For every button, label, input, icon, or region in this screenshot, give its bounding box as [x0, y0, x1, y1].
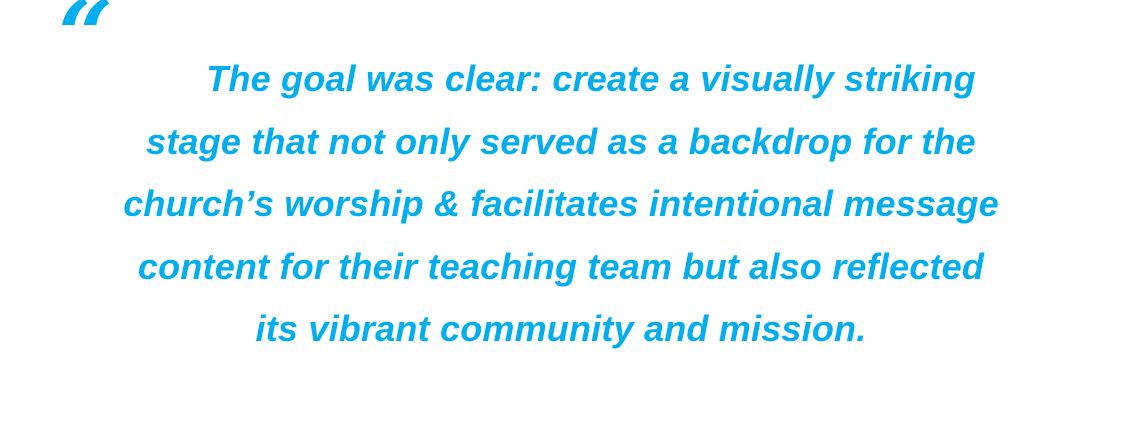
quote-line: The goal was clear: create a visually st… — [206, 58, 976, 99]
quote-line: content for their teaching team but also… — [137, 245, 985, 287]
open-quote-icon: “ — [58, 0, 114, 92]
quote-line: stage that not only served as a backdrop… — [146, 120, 976, 162]
quote-line: its vibrant community and mission. — [255, 308, 867, 349]
pull-quote: The goal was clear: create a visually st… — [0, 48, 1122, 361]
quote-line: church’s worship & facilitates intention… — [123, 183, 999, 224]
